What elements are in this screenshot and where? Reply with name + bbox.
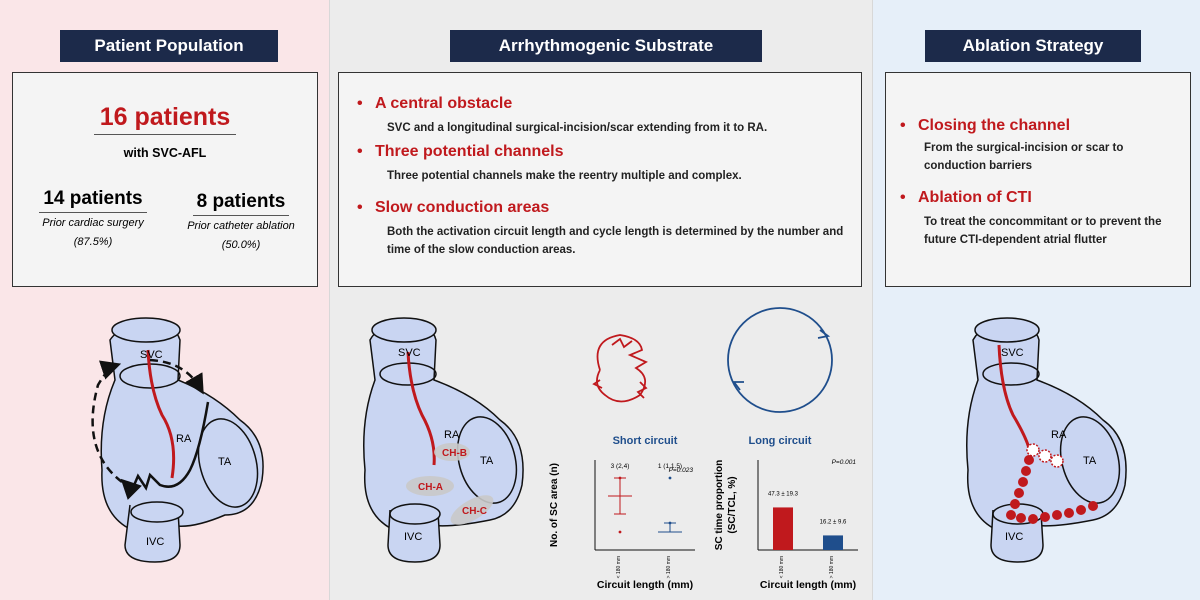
substrate-item-3-desc-line1: Both the activation circuit length and c…	[387, 226, 844, 238]
short-circuit-icon	[592, 334, 648, 403]
y-axis-label: No. of SC area (n)	[549, 463, 560, 547]
population-header: Patient Population	[60, 30, 278, 62]
heart-diagram-reentry: SVC RA TA IVC	[91, 317, 264, 563]
channel-a-blob	[406, 476, 454, 496]
total-patients: 16 patients	[93, 103, 237, 135]
ta-label: TA	[1083, 455, 1097, 467]
substrate-item-1-title: •A central obstacle	[357, 95, 513, 112]
x-tick-label: > 180 mm	[666, 556, 672, 578]
median-annotation: 1 (1,1.5)	[658, 463, 682, 470]
ablation-count: 8 patients	[192, 191, 290, 216]
strategy-item-2-title: •Ablation of CTI	[900, 189, 1032, 206]
svc-top-ellipse	[974, 317, 1040, 343]
y-axis-label-line2: (SC/TCL, %)	[727, 476, 738, 533]
ivc-label: IVC	[1005, 531, 1023, 543]
median-annotation: 3 (2,4)	[611, 463, 630, 470]
reentry-arrow-top	[149, 358, 204, 395]
short-circuit-title: Short circuit	[612, 435, 678, 447]
channel-b-label: CH-B	[442, 448, 467, 459]
data-point	[618, 530, 622, 534]
scar-line	[406, 351, 436, 466]
svc-label: SVC	[398, 347, 421, 359]
ivc-ellipse	[389, 503, 441, 525]
ivc-label: IVC	[404, 531, 422, 543]
strategy-item-1-desc-line2: conduction barriers	[924, 160, 1032, 172]
long-circuit-icon	[727, 307, 833, 413]
strategy-item-1-desc-line1: From the surgical-incision or scar to	[924, 142, 1124, 154]
channel-b-blob	[434, 443, 470, 461]
sc-area-chart: No. of SC area (n) Circuit length (mm) P=0…	[549, 460, 695, 591]
svc-top-ellipse	[111, 317, 181, 343]
circuit-illustrations	[592, 307, 833, 413]
sc-time-chart: SC time proportion(SC/TCL, %) Circuit len…	[714, 459, 858, 591]
ra-label: RA	[176, 433, 192, 445]
bar	[773, 507, 793, 550]
ta-label: TA	[218, 456, 232, 468]
total-patients-sub: with SVC-AFL	[123, 146, 207, 160]
bar-value-label: 47.3 ± 19.3	[768, 491, 799, 497]
substrate-item-2-desc: Three potential channels make the reentr…	[387, 170, 742, 182]
scar-line	[146, 349, 176, 479]
ivc-label: IVC	[146, 536, 164, 548]
x-axis-label: Circuit length (mm)	[760, 579, 856, 591]
strategy-item-1-title: •Closing the channel	[900, 117, 1071, 134]
channel-a-label: CH-A	[418, 482, 443, 493]
ra-label: RA	[444, 429, 460, 441]
strategy-item-2-desc-line1: To treat the concommitant or to prevent …	[924, 216, 1162, 228]
reentry-arrow-solid	[120, 401, 210, 500]
x-axis-label: Circuit length (mm)	[597, 579, 693, 591]
ta-ellipse	[1059, 416, 1121, 504]
ivc-ellipse	[130, 501, 184, 523]
strategy-item-2-desc-line2: future CTI-dependent atrial flutter	[924, 234, 1107, 246]
x-tick-label: > 180 mm	[829, 556, 835, 578]
channel-c-blob	[450, 495, 494, 525]
data-point	[668, 521, 672, 525]
bar	[823, 535, 843, 550]
substrate-header: Arrhythmogenic Substrate	[450, 30, 762, 62]
ta-ellipse	[456, 416, 518, 504]
data-point	[668, 476, 672, 480]
p-value-label: P=0.023	[669, 467, 694, 474]
ablation-strategy-panel: Ablation Strategy •Closing the channel F…	[872, 0, 1200, 600]
ra-label: RA	[1051, 429, 1067, 441]
surgery-pct: (87.5%)	[73, 236, 113, 248]
data-point	[618, 476, 622, 480]
svc-label: SVC	[140, 349, 163, 361]
strategy-box: •Closing the channel From the surgical-i…	[885, 72, 1191, 287]
strategy-header: Ablation Strategy	[925, 30, 1141, 62]
x-tick-label: < 180 mm	[616, 556, 622, 578]
ablation-label: Prior catheter ablation	[187, 220, 295, 232]
heart-diagram-channels: SVC RA TA IVC CH-B CH-A CH-C	[363, 317, 524, 563]
substrate-item-2-title: •Three potential channels	[357, 143, 564, 160]
arrhythmogenic-substrate-panel: Arrhythmogenic Substrate •A central obst…	[330, 0, 872, 600]
svc-base-ellipse	[982, 362, 1040, 386]
svc-label: SVC	[1001, 347, 1024, 359]
y-axis-label-line1: SC time proportion	[714, 460, 725, 551]
substrate-item-3-desc-line2: time of the slow conduction areas.	[387, 244, 576, 256]
p-value-label: P=0.001	[832, 459, 857, 466]
ta-ellipse	[197, 418, 259, 508]
surgery-label: Prior cardiac surgery	[42, 217, 144, 229]
svc-top-ellipse	[371, 317, 437, 343]
substrate-item-1-desc: SVC and a longitudinal surgical-incision…	[387, 122, 768, 134]
long-circuit-title: Long circuit	[748, 435, 812, 447]
x-tick-label: < 180 mm	[779, 556, 785, 578]
ta-label: TA	[480, 455, 494, 467]
substrate-item-3-title: •Slow conduction areas	[357, 199, 550, 216]
population-box: 16 patients with SVC-AFL 14 patients Pri…	[12, 72, 318, 287]
scar-line	[997, 344, 1031, 449]
bar-value-label: 16.2 ± 9.6	[820, 519, 847, 525]
ablation-pct: (50.0%)	[221, 239, 261, 251]
channel-c-label: CH-C	[462, 506, 487, 517]
heart-diagram-ablation: SVC RA TA IVC	[966, 317, 1127, 563]
cti-ablation-lesions	[1006, 455, 1098, 524]
patient-population-panel: Patient Population 16 patients with SVC-…	[0, 0, 330, 600]
substrate-box: •A central obstacle SVC and a longitudin…	[338, 72, 862, 287]
channel-ablation-lesions	[1026, 443, 1064, 468]
surgery-count: 14 patients	[39, 188, 147, 213]
